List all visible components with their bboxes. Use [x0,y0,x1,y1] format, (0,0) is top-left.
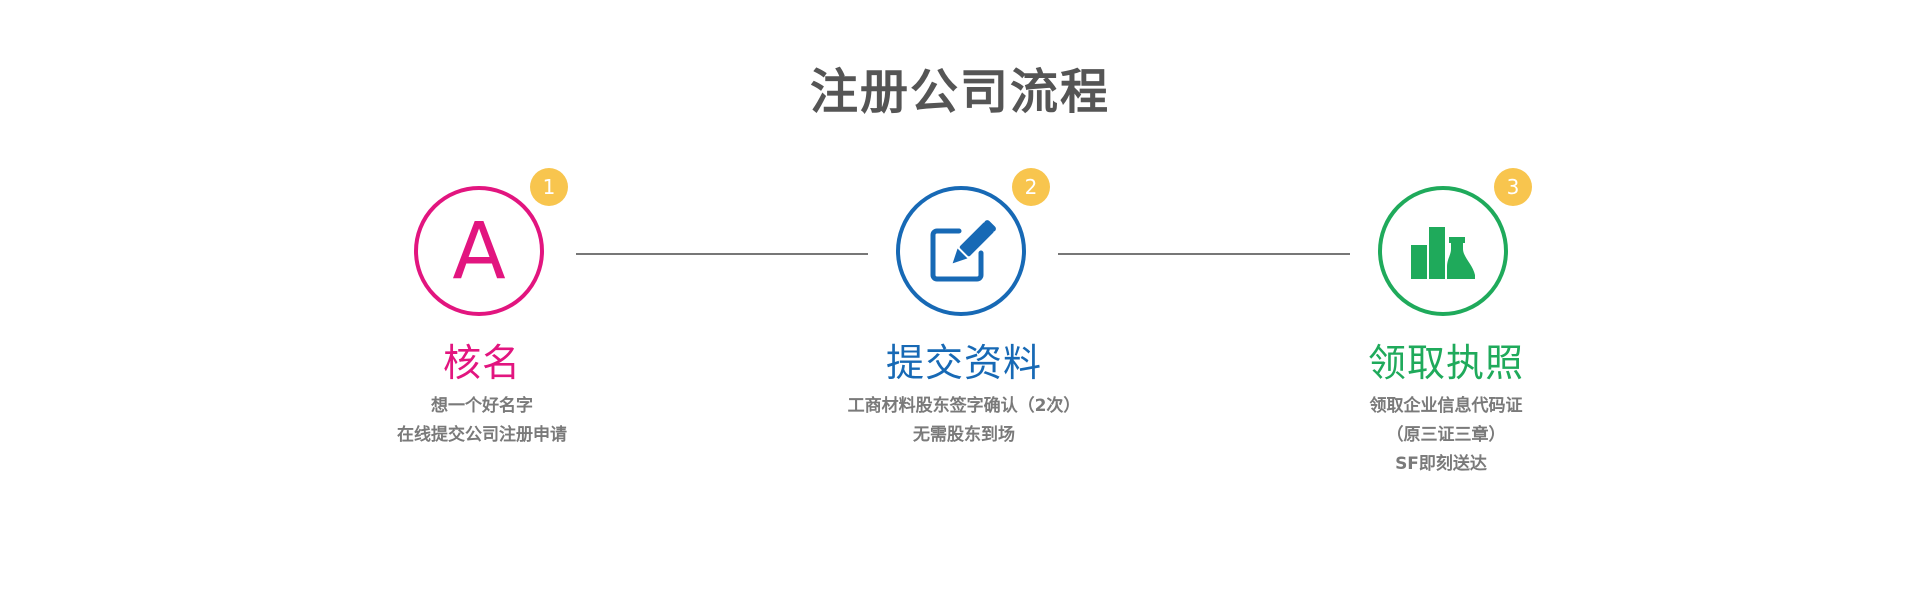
connector-line-1-2 [576,253,868,255]
step-1-desc-line: 在线提交公司注册申请 [397,425,567,445]
connector-line-2-3 [1058,253,1350,255]
step-2-circle [896,186,1026,316]
step-3-heading: 领取执照 [1367,341,1524,385]
step-1-desc-line: 想一个好名字 [431,396,533,416]
step-3-desc-line: 领取企业信息代码证 [1369,396,1523,416]
step-2-description: 工商材料股东签字确认（2次） 无需股东到场 [764,392,1164,450]
building-chart-icon [1411,227,1475,279]
step-1-description: 想一个好名字 在线提交公司注册申请 [282,392,682,450]
step-2-desc-line: 无需股东到场 [913,425,1015,445]
step-1-heading: 核名 [442,341,521,385]
step-1-number-badge: 1 [530,168,568,206]
step-1-circle: A [414,186,544,316]
step-3-description: 领取企业信息代码证 （原三证三章） SF即刻送达 [1246,392,1646,479]
step-3-circle [1378,186,1508,316]
step-2-desc-line: 工商材料股东签字确认（2次） [847,396,1081,416]
step-3-desc-line: SF即刻送达 [1395,454,1487,474]
step-2-heading: 提交资料 [885,341,1042,385]
step-2-number-badge: 2 [1012,168,1050,206]
step-3-desc-line: （原三证三章） [1386,425,1506,445]
step-3-number-badge: 3 [1494,168,1532,206]
edit-pen-icon [930,220,996,282]
page-title: 注册公司流程 [809,64,1110,120]
letter-a-icon: A [452,207,506,297]
